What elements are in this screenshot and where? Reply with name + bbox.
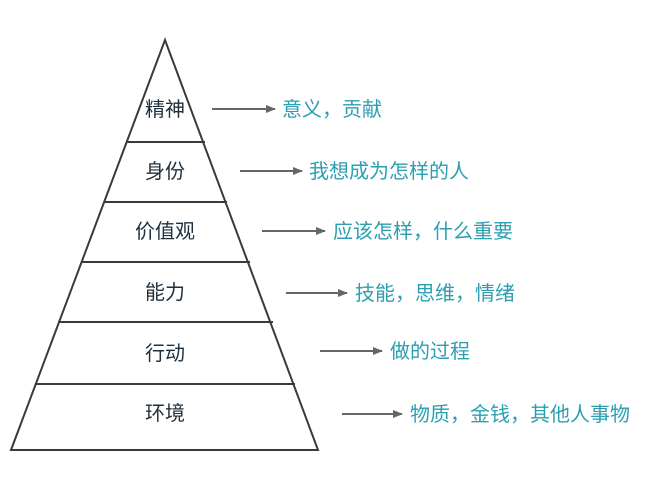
level-label-shenfen: 身份 <box>145 159 185 183</box>
level-label-jingshen: 精神 <box>145 97 185 121</box>
level-label-jiazhiguan: 价值观 <box>135 219 195 243</box>
pyramid-outline <box>9 37 320 451</box>
level-description-jingshen: 意义，贡献 <box>282 97 382 121</box>
level-label-xingdong: 行动 <box>145 341 185 365</box>
level-label-huanjing: 环境 <box>145 401 185 425</box>
level-label-nengli: 能力 <box>145 280 185 304</box>
level-description-shenfen: 我想成为怎样的人 <box>309 159 469 183</box>
level-description-huanjing: 物质，金钱，其他人事物 <box>410 402 630 426</box>
level-description-nengli: 技能，思维，情绪 <box>355 281 515 305</box>
level-description-jiazhiguan: 应该怎样，什么重要 <box>333 219 513 243</box>
level-description-xingdong: 做的过程 <box>390 339 470 363</box>
